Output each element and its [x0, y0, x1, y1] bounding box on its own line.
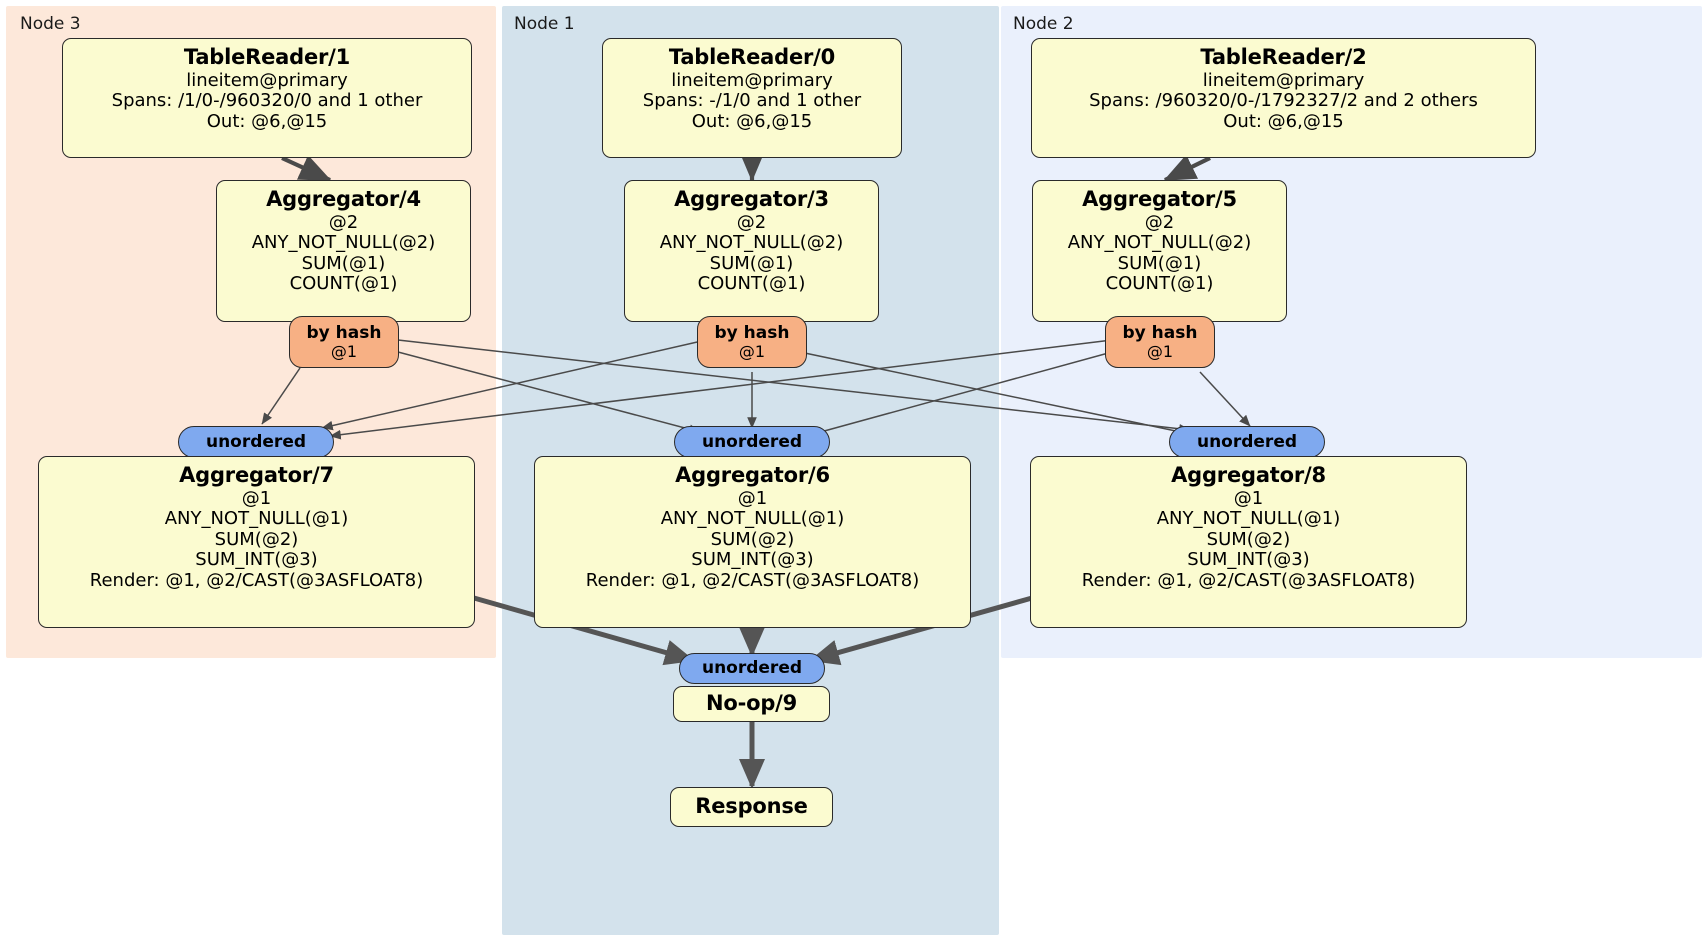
- processor-title: Aggregator/4: [266, 187, 421, 211]
- processor-detail: SUM(@2): [1206, 528, 1291, 550]
- processor-detail: SUM(@2): [214, 528, 299, 550]
- processor-detail: Out: @6,@15: [1223, 110, 1344, 132]
- processor-title: No-op/9: [705, 691, 798, 716]
- processor-detail: COUNT(@1): [289, 273, 398, 295]
- processor-response[interactable]: Response: [670, 787, 833, 827]
- processor-table-reader-2[interactable]: TableReader/2 lineitem@primary Spans: /9…: [1031, 38, 1536, 158]
- processor-aggregator-4[interactable]: Aggregator/4 @2 ANY_NOT_NULL(@2) SUM(@1)…: [216, 180, 471, 322]
- processor-detail: ANY_NOT_NULL(@2): [251, 232, 436, 254]
- node-label-node2: Node 2: [1013, 14, 1074, 34]
- processor-detail: Render: @1, @2/CAST(@3ASFLOAT8): [585, 570, 920, 591]
- processor-detail: COUNT(@1): [697, 273, 806, 295]
- router-column-label: @1: [1146, 341, 1174, 361]
- router-kind-label: unordered: [1196, 431, 1298, 452]
- processor-detail: SUM_INT(@3): [691, 549, 814, 571]
- router-kind-label: unordered: [205, 431, 307, 452]
- router-by-hash-right[interactable]: by hash @1: [1105, 316, 1215, 368]
- processor-detail: ANY_NOT_NULL(@2): [659, 232, 844, 254]
- processor-detail: SUM(@1): [709, 252, 794, 274]
- processor-title: Aggregator/6: [675, 463, 830, 487]
- router-by-hash-left[interactable]: by hash @1: [289, 316, 399, 368]
- processor-detail: @1: [241, 487, 272, 509]
- processor-detail: @2: [736, 211, 767, 233]
- processor-title: TableReader/0: [668, 45, 836, 69]
- processor-detail: @1: [1233, 487, 1264, 509]
- processor-title: Aggregator/3: [674, 187, 829, 211]
- processor-detail: COUNT(@1): [1105, 273, 1214, 295]
- router-kind-label: unordered: [701, 658, 803, 679]
- processor-detail: ANY_NOT_NULL(@2): [1067, 232, 1252, 254]
- node-label-node3: Node 3: [20, 14, 81, 34]
- processor-detail: Spans: -/1/0 and 1 other: [642, 90, 862, 112]
- processor-detail: lineitem@primary: [671, 69, 833, 91]
- router-unordered-mid[interactable]: unordered: [674, 426, 830, 458]
- router-unordered-left[interactable]: unordered: [178, 426, 334, 458]
- processor-detail: lineitem@primary: [1202, 69, 1365, 91]
- processor-aggregator-8[interactable]: Aggregator/8 @1 ANY_NOT_NULL(@1) SUM(@2)…: [1030, 456, 1467, 628]
- router-column-label: @1: [330, 341, 358, 361]
- processor-detail: Render: @1, @2/CAST(@3ASFLOAT8): [1081, 570, 1416, 591]
- processor-aggregator-3[interactable]: Aggregator/3 @2 ANY_NOT_NULL(@2) SUM(@1)…: [624, 180, 879, 322]
- processor-detail: SUM(@2): [710, 528, 795, 550]
- processor-detail: SUM(@1): [301, 252, 386, 274]
- processor-table-reader-1[interactable]: TableReader/1 lineitem@primary Spans: /1…: [62, 38, 472, 158]
- router-unordered-final[interactable]: unordered: [679, 653, 825, 684]
- processor-detail: Out: @6,@15: [206, 110, 328, 132]
- router-kind-label: by hash: [306, 323, 382, 344]
- router-kind-label: by hash: [1122, 323, 1198, 344]
- processor-detail: SUM_INT(@3): [1187, 549, 1310, 571]
- processor-title: Aggregator/7: [179, 463, 334, 487]
- processor-detail: SUM(@1): [1117, 252, 1202, 274]
- processor-detail: ANY_NOT_NULL(@1): [164, 508, 349, 530]
- processor-title: TableReader/2: [1200, 45, 1367, 69]
- processor-detail: Spans: /960320/0-/1792327/2 and 2 others: [1089, 90, 1478, 112]
- processor-detail: Spans: /1/0-/960320/0 and 1 other: [111, 90, 423, 112]
- processor-detail: Out: @6,@15: [691, 110, 813, 132]
- processor-detail: SUM_INT(@3): [195, 549, 318, 571]
- processor-detail: @1: [737, 487, 768, 509]
- processor-aggregator-7[interactable]: Aggregator/7 @1 ANY_NOT_NULL(@1) SUM(@2)…: [38, 456, 475, 628]
- processor-aggregator-5[interactable]: Aggregator/5 @2 ANY_NOT_NULL(@2) SUM(@1)…: [1032, 180, 1287, 322]
- router-column-label: @1: [738, 341, 766, 361]
- processor-detail: Render: @1, @2/CAST(@3ASFLOAT8): [89, 570, 424, 591]
- router-by-hash-mid[interactable]: by hash @1: [697, 316, 807, 368]
- processor-table-reader-0[interactable]: TableReader/0 lineitem@primary Spans: -/…: [602, 38, 902, 158]
- processor-title: Aggregator/5: [1082, 187, 1237, 211]
- processor-detail: @2: [328, 211, 359, 233]
- router-kind-label: unordered: [701, 431, 803, 452]
- router-unordered-right[interactable]: unordered: [1169, 426, 1325, 458]
- processor-title: Aggregator/8: [1171, 463, 1326, 487]
- processor-detail: ANY_NOT_NULL(@1): [660, 508, 845, 530]
- node-label-node1: Node 1: [514, 14, 575, 34]
- processor-noop-9[interactable]: No-op/9: [673, 686, 830, 722]
- router-kind-label: by hash: [714, 323, 790, 344]
- processor-aggregator-6[interactable]: Aggregator/6 @1 ANY_NOT_NULL(@1) SUM(@2)…: [534, 456, 971, 628]
- processor-detail: ANY_NOT_NULL(@1): [1156, 508, 1341, 530]
- processor-detail: lineitem@primary: [186, 69, 348, 91]
- processor-title: TableReader/1: [183, 45, 351, 69]
- processor-title: Response: [695, 794, 808, 819]
- processor-detail: @2: [1144, 211, 1175, 233]
